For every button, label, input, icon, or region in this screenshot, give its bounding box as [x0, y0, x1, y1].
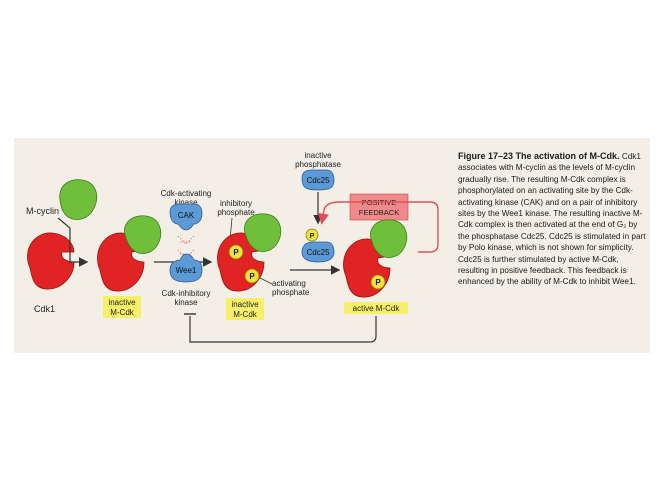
cak-label: CAK [178, 211, 195, 220]
inactive-phosphatase-line2: phosphatase [295, 160, 341, 169]
active-m-cdk-label: active M-Cdk [353, 304, 401, 313]
cak-shape [169, 203, 203, 231]
positive-feedback-box [349, 193, 409, 221]
inhibitory-phosphate-icon [228, 244, 244, 260]
cdk-activating-kinase-line1: Cdk-activating [161, 189, 212, 198]
inactive-label-line1: inactive [231, 300, 259, 309]
inactive-m-cdk-stage-1: inactive M-Cdk [97, 215, 162, 318]
caption-body: Cdk1 associates with M-cyclin as the lev… [458, 152, 646, 287]
cdk-activating-kinase-line2: kinase [174, 198, 198, 207]
active-cdc25-shape [301, 241, 335, 263]
cdk-inhibitory-kinase-line2: kinase [174, 298, 198, 307]
m-cyclin-shape [124, 215, 162, 254]
m-cyclin-label: M-cyclin [26, 206, 59, 216]
m-cyclin-stage: M-cyclin Cdk1 [26, 179, 98, 314]
inhibitory-phosphate-line1: inhibitory [220, 199, 252, 208]
inhibitory-phosphate-line2: phosphate [217, 208, 255, 217]
inactive-m-cdk-badge [103, 296, 141, 318]
m-cdk-label-line2: M-Cdk [110, 308, 135, 317]
cdc25-group: inactive phosphatase Cdc25 P Cdc25 [295, 151, 341, 263]
inactive-phosphatase-line1: inactive [304, 151, 332, 160]
p-label: P [375, 278, 381, 287]
inactive-m-cdk-badge [226, 298, 264, 320]
cdk-inhibitory-kinase-line1: Cdk-inhibitory [162, 289, 211, 298]
inactive-cdc25-shape [301, 169, 335, 191]
activating-phosphate-icon [244, 268, 260, 284]
cyclin-binding-arrow [57, 217, 89, 267]
positive-feedback-arrow-stem [317, 201, 341, 225]
wee1-shape [169, 253, 203, 283]
m-cyclin-shape [244, 213, 282, 252]
cdc25-label: Cdc25 [306, 176, 330, 185]
positive-feedback-arrow [340, 201, 439, 253]
positive-feedback-group: POSITIVE FEEDBACK [317, 193, 439, 253]
caption-title: Figure 17–23 The activation of M-Cdk. [458, 151, 620, 161]
kinases: Cdk-activating kinase CAK Wee1 Cdk-inhib… [161, 189, 212, 307]
activation-burst [177, 235, 195, 245]
wee1-label: Wee1 [176, 266, 197, 275]
wee1-inhibition-line [189, 316, 377, 343]
active-m-cdk-stage: P active M-Cdk [343, 219, 408, 314]
p-label: P [249, 272, 255, 281]
inactive-label-line1: inactive [108, 298, 136, 307]
m-cyclin-shape [59, 179, 98, 220]
p-label: P [233, 248, 239, 257]
activating-phosphate-pointer [259, 277, 273, 285]
cdc25-phosphate-icon [305, 228, 319, 242]
figure-caption: Figure 17–23 The activation of M-Cdk. Cd… [458, 151, 648, 288]
activating-phosphate-line2: phosphate [272, 288, 310, 297]
inactive-m-cdk-stage-2: inhibitory phosphate P P activating phos… [217, 199, 310, 320]
m-cdk-label-line2: M-Cdk [233, 310, 258, 319]
activating-phosphate-icon [370, 274, 386, 290]
active-m-cdk-badge [344, 302, 408, 314]
m-cyclin-shape [370, 219, 408, 258]
cdk1-shape [27, 232, 75, 290]
cdc25-label: Cdc25 [306, 248, 330, 257]
activating-phosphate-line1: activating [272, 279, 306, 288]
positive-feedback-line2: FEEDBACK [359, 208, 399, 217]
p-label: P [310, 233, 315, 240]
cdk1-label: Cdk1 [34, 304, 55, 314]
